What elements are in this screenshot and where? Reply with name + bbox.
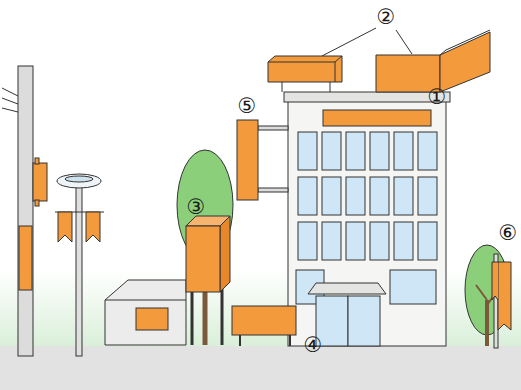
callout-number: ② — [377, 7, 396, 28]
callout-number: ④ — [304, 335, 323, 356]
callout-number: ⑤ — [238, 96, 257, 117]
callout-number: ① — [428, 87, 447, 108]
callout-number: ③ — [187, 197, 206, 218]
callout-number: ⑥ — [499, 223, 518, 244]
